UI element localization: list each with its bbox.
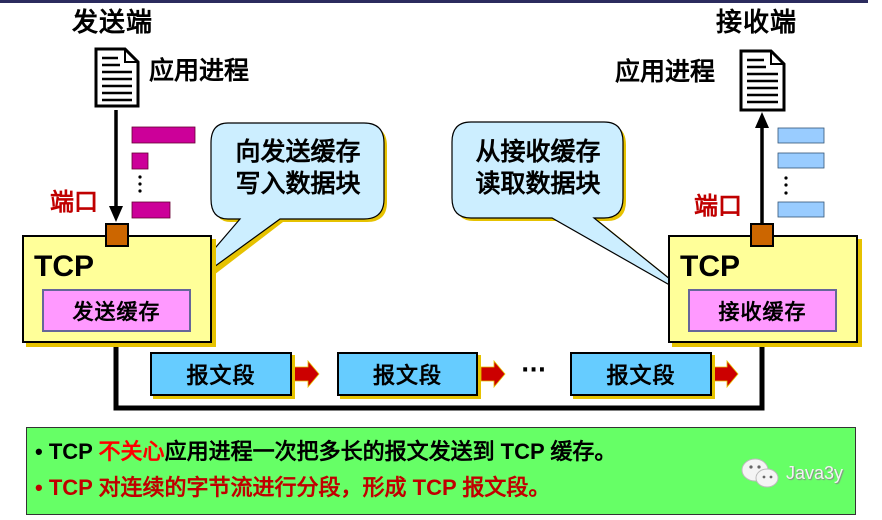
note-1-highlight: 不关心 (98, 439, 165, 464)
segment-arrow-icon (480, 359, 506, 389)
receiver-callout-line2: 读取数据块 (475, 169, 601, 198)
receiver-data-blocks (777, 127, 825, 218)
receiver-title: 接收端 (716, 8, 798, 38)
top-border-line (0, 0, 868, 3)
connection-line (113, 340, 765, 411)
sender-callout-line1: 向发送缓存 (235, 137, 361, 166)
receiver-tcp-label: TCP (680, 250, 740, 283)
receive-buffer: 接收缓存 (688, 289, 837, 332)
receiver-tcp-box: TCP 接收缓存 (668, 235, 858, 343)
segment-ellipsis: ··· (521, 358, 547, 383)
sender-down-arrow (109, 110, 123, 222)
receiver-port-icon (750, 223, 774, 247)
sender-tcp-label: TCP (34, 250, 94, 283)
tcp-segment: 报文段 (337, 352, 478, 396)
sender-process-label: 应用进程 (149, 56, 250, 85)
send-buffer: 发送缓存 (42, 289, 191, 332)
receiver-document-icon (739, 49, 786, 112)
note-2-text: TCP 对连续的字节流进行分段，形成 TCP 报文段。 (48, 475, 551, 500)
sender-tcp-box: TCP 发送缓存 (22, 235, 212, 343)
receiver-port-label: 端口 (694, 192, 742, 220)
sender-port-icon (105, 223, 129, 247)
tcp-segment: 报文段 (570, 352, 712, 396)
sender-callout-text: 向发送缓存 写入数据块 (214, 136, 382, 200)
receiver-callout-bubble (451, 121, 703, 305)
note-line-1: • TCP 不关心应用进程一次把多长的报文发送到 TCP 缓存。 (35, 435, 616, 469)
watermark-text: Java3y (786, 462, 844, 483)
sender-callout-bubble (173, 122, 387, 301)
bullet: • (35, 475, 43, 500)
sender-data-blocks (131, 126, 196, 219)
sender-document-icon (94, 47, 140, 108)
note-1-part1: TCP (48, 439, 99, 464)
note-1-part3: 应用进程一次把多长的报文发送到 TCP 缓存。 (164, 439, 617, 464)
receiver-up-arrow (755, 112, 769, 224)
receiver-callout-line1: 从接收缓存 (475, 137, 601, 166)
tcp-segment: 报文段 (150, 352, 292, 396)
watermark: Java3y (740, 456, 843, 490)
segment-arrow-icon (713, 359, 739, 389)
bullet: • (35, 439, 43, 464)
sender-title: 发送端 (72, 8, 154, 38)
note-line-2: • TCP 对连续的字节流进行分段，形成 TCP 报文段。 (35, 471, 550, 505)
sender-port-label: 端口 (50, 188, 98, 216)
receiver-callout-text: 从接收缓存 读取数据块 (455, 136, 621, 200)
segment-arrow-icon (293, 359, 320, 389)
notes-box: • TCP 不关心应用进程一次把多长的报文发送到 TCP 缓存。 • TCP 对… (26, 427, 856, 515)
wechat-icon (741, 458, 779, 488)
sender-callout-line2: 写入数据块 (235, 169, 361, 198)
receiver-process-label: 应用进程 (615, 57, 716, 86)
